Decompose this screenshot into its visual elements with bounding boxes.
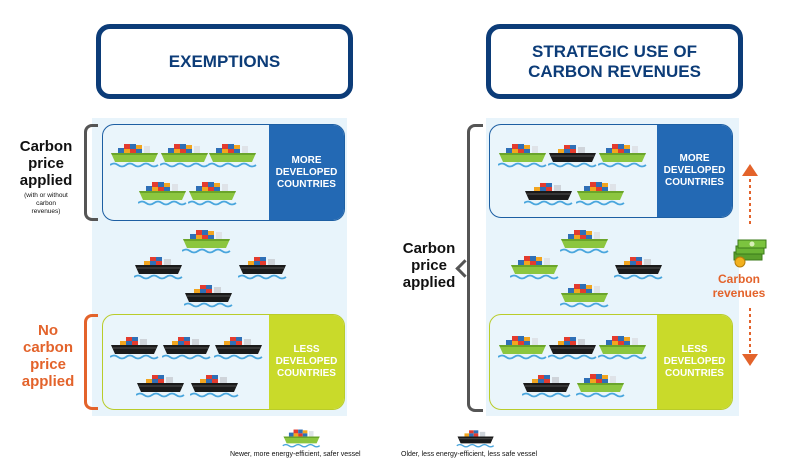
legend-green-text: Newer, more energy-efficient, safer vess… [230, 451, 361, 458]
left-more-developed-box: MORE DEVELOPED COUNTRIES [102, 124, 345, 221]
legend-black-text: Older, less energy-efficient, less safe … [401, 451, 538, 458]
right-carbon-price-label: Carbon price applied [402, 240, 456, 291]
exemptions-title-box: EXEMPTIONS [96, 24, 353, 99]
left-less-developed-tag: LESS DEVELOPED COUNTRIES [269, 315, 344, 409]
strategic-title-box: STRATEGIC USE OF CARBON REVENUES [486, 24, 743, 99]
exemptions-title: EXEMPTIONS [168, 51, 281, 71]
money-stack-icon [733, 239, 767, 268]
right-more-developed-tag: MORE DEVELOPED COUNTRIES [657, 125, 732, 217]
left-carbon-revenues-note: (with or without carbon revenues) [24, 192, 68, 215]
carbon-revenues-label: Carbon revenues [712, 272, 766, 300]
legend-green-ship-icon [282, 428, 322, 448]
left-more-developed-tag: MORE DEVELOPED COUNTRIES [269, 125, 344, 220]
right-bracket [455, 124, 483, 412]
strategic-title: STRATEGIC USE OF CARBON REVENUES [528, 41, 701, 81]
right-less-developed-tag: LESS DEVELOPED COUNTRIES [657, 315, 732, 409]
left-top-bracket [84, 124, 98, 221]
left-bottom-bracket [84, 314, 98, 410]
left-carbon-price-label: Carbon price applied [19, 138, 73, 189]
left-no-carbon-price-label: No carbon price applied [21, 322, 75, 390]
legend-black-ship-icon [456, 428, 496, 448]
